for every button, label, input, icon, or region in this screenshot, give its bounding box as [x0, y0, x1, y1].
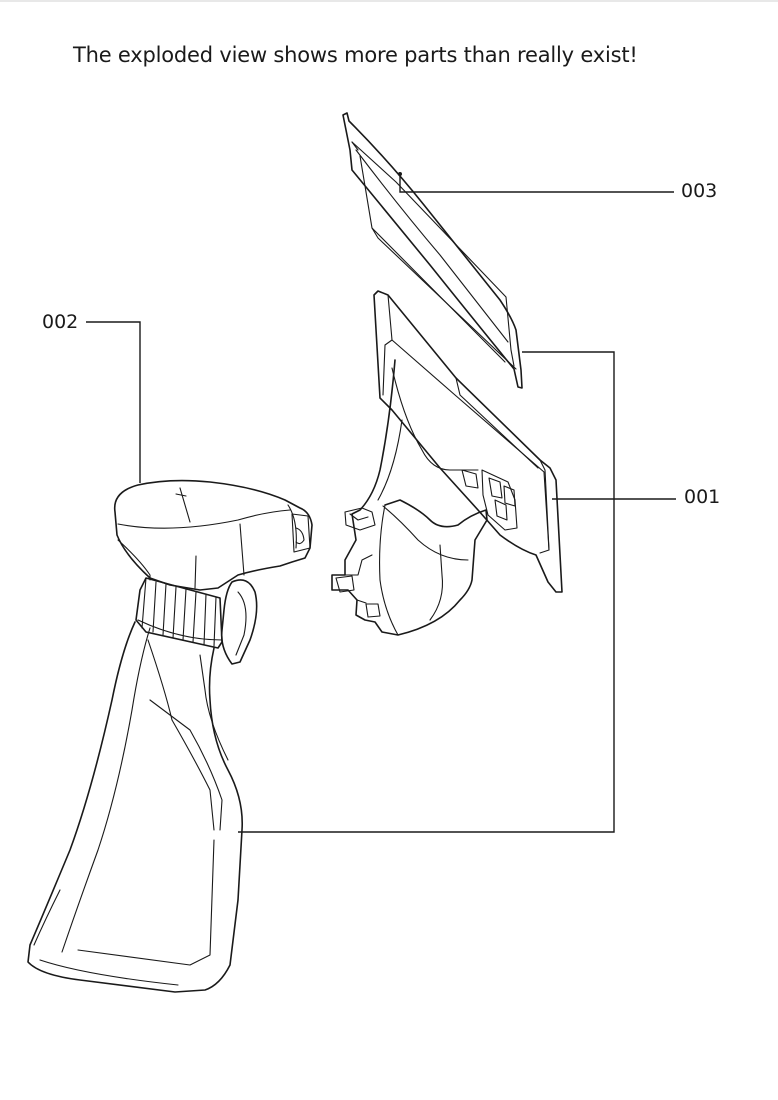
diagram-title: The exploded view shows more parts than …	[73, 43, 638, 67]
callout-label-002: 002	[42, 311, 79, 333]
leader-001-bracket	[238, 351, 615, 833]
squeegee-head-001-drawing	[331, 290, 563, 636]
leader-003	[399, 174, 674, 193]
leader-002	[86, 321, 141, 483]
leader-lines	[86, 172, 676, 833]
callout-label-001: 001	[684, 486, 721, 508]
blade-003-drawing	[342, 112, 523, 389]
callout-label-003: 003	[681, 180, 718, 202]
spray-bottle-002-drawing	[27, 479, 313, 993]
